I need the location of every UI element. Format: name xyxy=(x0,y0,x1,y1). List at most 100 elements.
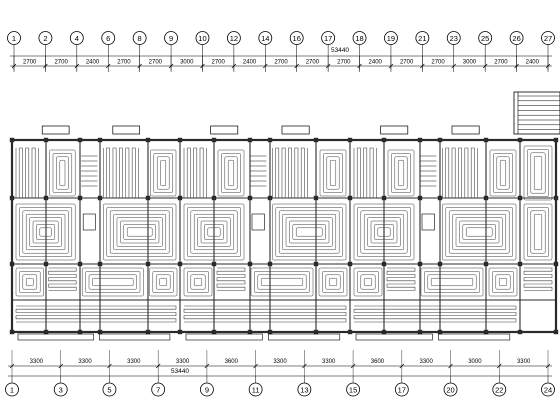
heating-coil xyxy=(183,267,213,297)
axis-label: 7 xyxy=(156,386,160,395)
dimension-text: 3300 xyxy=(420,359,434,365)
heating-coil xyxy=(489,149,517,197)
coil-loop xyxy=(103,203,177,261)
coil-path xyxy=(48,267,77,291)
coil-loop xyxy=(56,156,69,190)
coil-loop xyxy=(39,227,52,237)
coil-loop xyxy=(430,277,474,287)
coil-loop xyxy=(492,271,514,293)
heating-coil xyxy=(420,267,484,297)
heating-coil xyxy=(250,267,314,297)
heating-coil xyxy=(15,203,76,261)
heating-coil xyxy=(353,203,415,261)
coil-loop xyxy=(326,156,340,190)
coil-loop xyxy=(455,217,503,247)
dimension-text: 2700 xyxy=(211,60,225,66)
coil-loop xyxy=(325,274,341,290)
coil-loop xyxy=(328,277,338,287)
dimension-text: 3300 xyxy=(273,359,287,365)
radiator-unit xyxy=(112,125,141,135)
coil-loop xyxy=(155,274,171,290)
coil-loop xyxy=(424,271,480,293)
coil-loop xyxy=(427,274,477,290)
coil-loop xyxy=(397,159,405,187)
column xyxy=(43,329,49,335)
coil-loop xyxy=(495,274,511,290)
column xyxy=(347,261,353,267)
axis-label: 12 xyxy=(230,34,238,43)
dimension-text: 2700 xyxy=(337,60,351,66)
coil-loop xyxy=(367,217,401,247)
coil-loop xyxy=(285,217,333,247)
total-dimension-text: 53440 xyxy=(331,47,349,54)
coil-loop xyxy=(523,145,553,201)
column xyxy=(417,137,423,143)
axis-bubble xyxy=(346,382,360,397)
column xyxy=(417,329,423,335)
axis-bubble xyxy=(53,382,68,397)
coil-path xyxy=(386,267,416,291)
radiator-unit xyxy=(281,125,310,135)
axis-bubble xyxy=(492,382,507,397)
dimension-text: 3600 xyxy=(225,359,239,365)
column xyxy=(267,261,273,267)
column xyxy=(517,137,523,143)
column xyxy=(347,329,353,335)
balcony-band xyxy=(268,333,341,341)
column xyxy=(97,137,103,143)
coil-loop xyxy=(204,224,224,240)
heating-coil xyxy=(217,149,245,197)
dimension-text: 2400 xyxy=(86,60,100,66)
coil-loop xyxy=(353,267,383,297)
column xyxy=(77,329,83,335)
dimension-text: 2700 xyxy=(23,60,37,66)
coil-loop xyxy=(150,149,177,197)
dimension-text: 2700 xyxy=(431,60,445,66)
coil-loop xyxy=(353,203,415,261)
column xyxy=(177,261,183,267)
dimension-text: 3000 xyxy=(180,60,194,66)
radiator-unit xyxy=(41,125,70,135)
coil-loop xyxy=(448,210,510,254)
exterior-stair xyxy=(513,91,560,135)
column xyxy=(145,137,151,143)
column xyxy=(553,137,559,143)
coil-loop xyxy=(260,277,304,287)
coil-loop xyxy=(159,277,168,287)
coil-loop xyxy=(496,156,510,190)
coil-path xyxy=(353,305,517,323)
coil-loop xyxy=(183,267,213,297)
coil-loop xyxy=(357,207,411,257)
dimension-text: 3000 xyxy=(468,359,482,365)
axis-label: 9 xyxy=(205,386,209,395)
coil-path xyxy=(272,147,308,199)
column xyxy=(483,261,489,267)
column xyxy=(483,329,489,335)
axis-bubble xyxy=(102,382,117,397)
coil-loop xyxy=(318,267,348,297)
column xyxy=(517,329,523,335)
heating-coil xyxy=(442,147,478,199)
coil-loop xyxy=(59,159,66,187)
coil-loop xyxy=(197,217,231,247)
coil-path xyxy=(442,147,478,199)
axis-label: 2 xyxy=(43,34,47,43)
coil-loop xyxy=(123,224,156,240)
axis-label: 5 xyxy=(107,386,111,395)
heating-coil xyxy=(353,267,383,297)
coil-loop xyxy=(360,210,408,254)
axis-bubble xyxy=(297,382,312,397)
heating-coil xyxy=(81,267,144,297)
coil-loop xyxy=(530,210,546,254)
coil-path xyxy=(353,147,377,199)
coil-loop xyxy=(394,156,408,190)
dimension-text: 2700 xyxy=(400,60,414,66)
coil-loop xyxy=(183,203,245,261)
coil-loop xyxy=(224,156,238,190)
coil-loop xyxy=(88,274,137,290)
dimension-text: 2400 xyxy=(526,60,540,66)
axis-label: 26 xyxy=(512,34,520,43)
coil-loop xyxy=(29,217,62,247)
dimension-text: 3600 xyxy=(371,359,385,365)
